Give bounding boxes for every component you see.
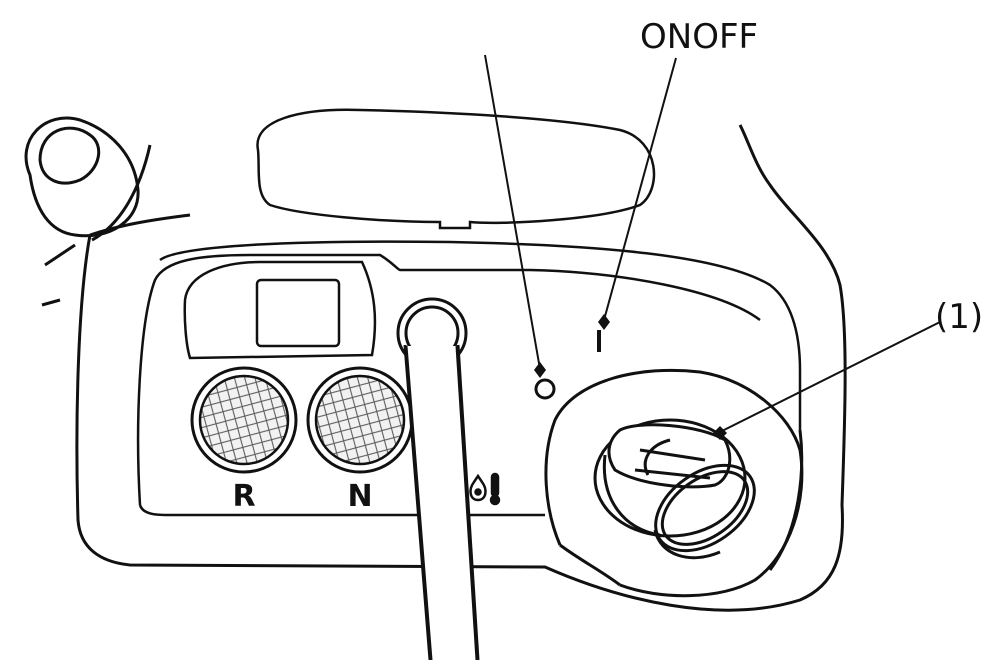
onoff-leader-line bbox=[603, 57, 677, 321]
oil-temperature-warning-icon bbox=[469, 472, 501, 506]
upper-shell-left bbox=[89, 213, 191, 237]
off-position-text: O bbox=[545, 388, 546, 390]
key-switch-housing bbox=[544, 368, 804, 598]
panel-bottom-edge bbox=[138, 504, 545, 517]
on-position-symbol bbox=[597, 330, 601, 352]
lanyard-cable-fill bbox=[406, 346, 477, 660]
reverse-label: R bbox=[232, 479, 255, 514]
onoff-callout: ONOFF bbox=[640, 17, 758, 57]
off-position-symbol bbox=[534, 378, 556, 400]
panel-recess-inner bbox=[136, 253, 761, 506]
leader-arrow-heads bbox=[534, 314, 727, 440]
left-control-stalk bbox=[41, 243, 76, 307]
neutral-label: N bbox=[347, 479, 372, 514]
display-window bbox=[255, 278, 341, 348]
panel-recess-outer bbox=[159, 240, 802, 430]
ignition-key-icon[interactable] bbox=[593, 418, 770, 568]
off-leader-head bbox=[534, 362, 546, 378]
item1-leader-head bbox=[713, 426, 727, 440]
item1-callout: (1) bbox=[935, 297, 983, 337]
off-leader-line bbox=[484, 54, 541, 370]
lanyard-cable-edge-left bbox=[404, 345, 433, 660]
neutral-indicator-lamp bbox=[306, 366, 414, 474]
lanyard-cable-edge-right bbox=[455, 345, 479, 660]
panel-recess bbox=[136, 240, 802, 517]
top-cover bbox=[256, 108, 656, 230]
reverse-indicator-lamp bbox=[190, 366, 298, 474]
onoff-leader-head bbox=[598, 314, 610, 330]
upper-left-knob bbox=[24, 116, 140, 238]
housing-outer-outline bbox=[75, 124, 847, 612]
item1-leader-line bbox=[719, 321, 941, 433]
leader-lines bbox=[484, 54, 941, 433]
screen-bezel bbox=[183, 260, 377, 360]
